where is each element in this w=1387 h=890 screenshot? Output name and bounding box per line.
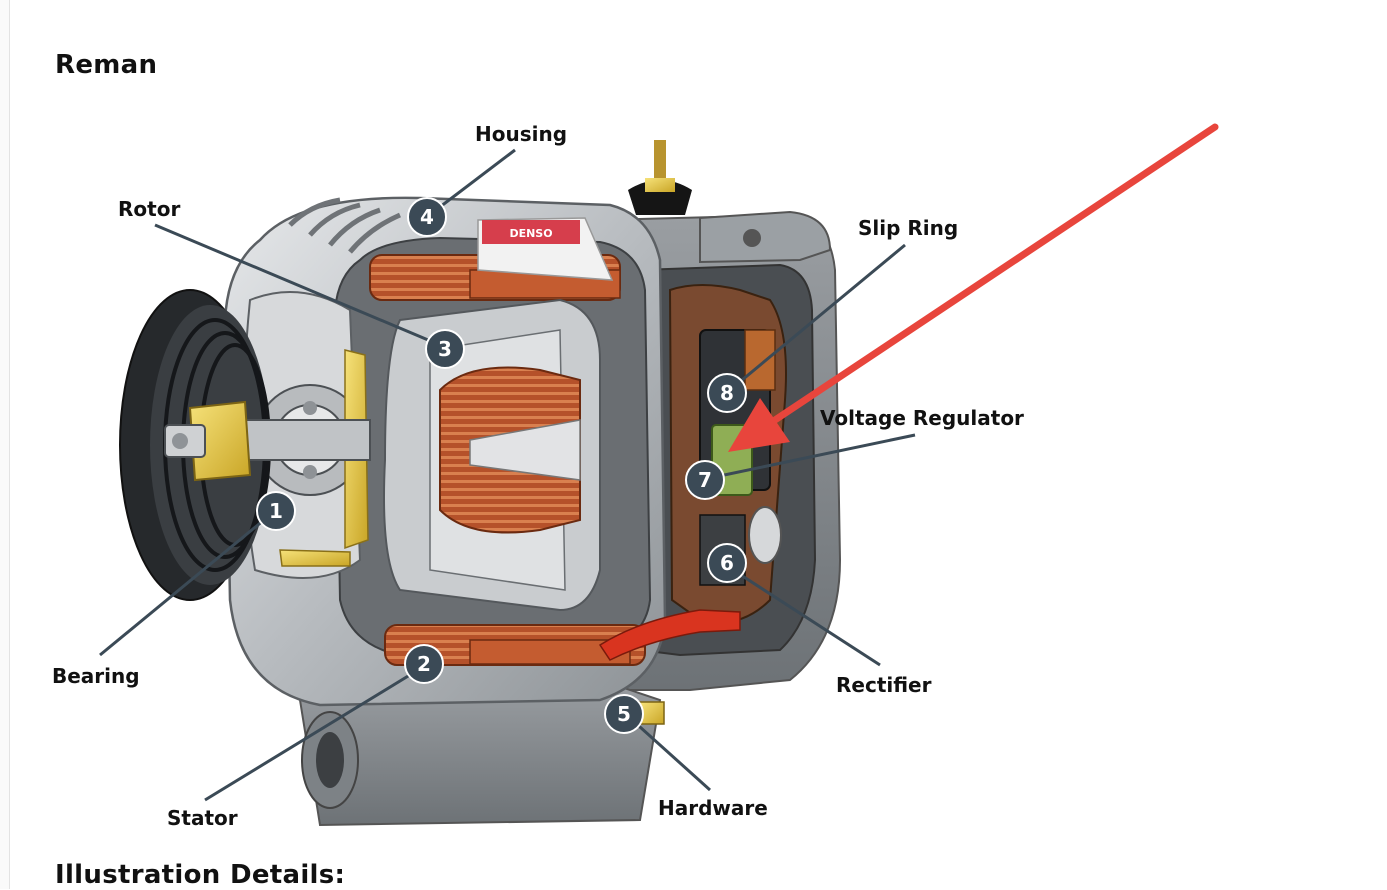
part-7-badge: 7: [685, 460, 725, 500]
svg-text:4: 4: [420, 205, 434, 229]
part-5-badge: 5: [604, 694, 644, 734]
label-stator: Stator: [167, 806, 238, 830]
part-2-badge: 2: [404, 644, 444, 684]
leader-lines: [99, 148, 916, 802]
svg-text:2: 2: [417, 652, 431, 676]
label-rectifier: Rectifier: [836, 673, 932, 697]
left-panel-border: [0, 0, 10, 889]
highlight-arrow: [728, 123, 1219, 452]
part-6-badge: 6: [707, 543, 747, 583]
svg-text:3: 3: [438, 337, 452, 361]
svg-text:6: 6: [720, 551, 734, 575]
part-8-badge: 8: [707, 373, 747, 413]
svg-text:8: 8: [720, 381, 734, 405]
svg-text:5: 5: [617, 702, 631, 726]
label-hardware: Hardware: [658, 796, 768, 820]
part-3-badge: 3: [425, 329, 465, 369]
page-title: Reman: [55, 50, 158, 80]
label-rotor: Rotor: [118, 197, 180, 221]
part-1-badge: 1: [256, 491, 296, 531]
label-voltage-regulator: Voltage Regulator: [820, 406, 1024, 430]
illustration-details-heading: Illustration Details:: [55, 860, 346, 890]
svg-text:7: 7: [698, 468, 712, 492]
label-slip-ring: Slip Ring: [858, 216, 958, 240]
label-housing: Housing: [475, 122, 567, 146]
brand-plate-text: DENSO: [509, 227, 552, 240]
part-4-badge: 4: [407, 197, 447, 237]
label-bearing: Bearing: [52, 664, 140, 688]
svg-text:1: 1: [269, 499, 283, 523]
alternator-illustration: DENSO: [119, 140, 842, 827]
